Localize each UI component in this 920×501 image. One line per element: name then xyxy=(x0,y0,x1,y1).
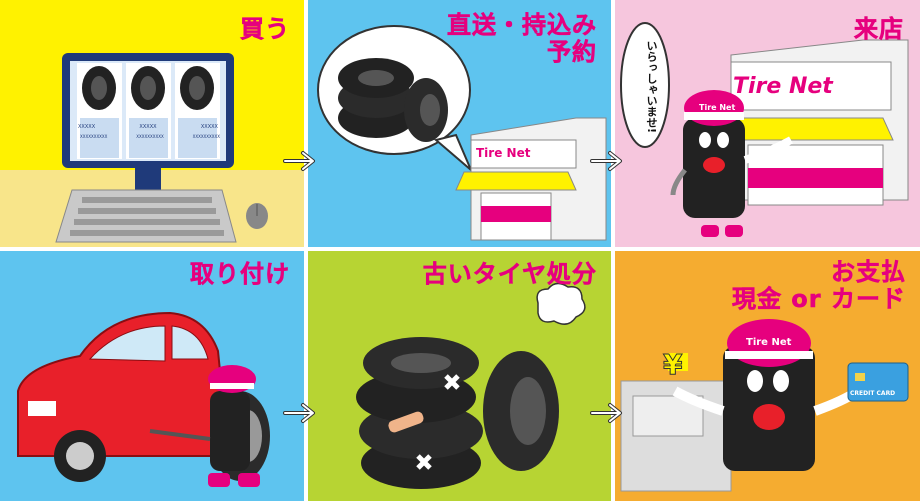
product-text: XXXXXXXXXX xyxy=(192,134,220,139)
panel-delivery: 直送・持込み 予約 Tire Net xyxy=(306,0,613,247)
yen-icon: ¥ xyxy=(662,348,683,382)
arrow-right-icon xyxy=(283,151,315,171)
car-install-illustration xyxy=(17,311,270,487)
panel-title-buy: 買う xyxy=(240,15,290,43)
panel-install: 取り付け xyxy=(0,251,306,501)
store-mascot-illustration xyxy=(620,22,909,237)
panel-title-install: 取り付け xyxy=(190,260,290,288)
greeting-speech: いらっしゃいませ! xyxy=(645,40,658,134)
old-tire-illustration xyxy=(356,282,586,489)
panel-title-delivery: 直送・持込み 予約 xyxy=(447,11,597,66)
mascot-cap-logo: Tire Net xyxy=(746,337,792,348)
panel-disposal: 古いタイヤ処分 xyxy=(306,251,613,501)
panel-title-payment: お支払 現金 or カード xyxy=(731,258,906,313)
product-text: XXXXXXXXXX xyxy=(80,134,108,139)
arrow-right-icon xyxy=(590,403,622,423)
credit-card-label: CREDIT CARD xyxy=(850,390,896,397)
panel-payment: お支払 現金 or カード ¥ CREDIT CARD Tire Net xyxy=(613,251,920,501)
product-code: XXXXX xyxy=(78,124,96,130)
panel-buy: 買う xyxy=(0,0,306,247)
panel-visit: 来店 Tire Net いらっしゃいませ! Tire Net xyxy=(613,0,920,247)
panel-title-disposal: 古いタイヤ処分 xyxy=(422,260,597,288)
product-code: XXXXX xyxy=(139,124,157,130)
product-code: XXXXX xyxy=(200,124,218,130)
panel-title-visit: 来店 xyxy=(854,15,904,43)
tire-stack-bubble-illustration xyxy=(317,25,607,241)
arrow-right-icon xyxy=(590,151,622,171)
product-text: XXXXXXXXXX xyxy=(136,134,164,139)
arrow-right-icon xyxy=(283,403,315,423)
store-logo: Tire Net xyxy=(733,74,833,99)
computer-illustration xyxy=(0,53,306,247)
shop-logo: Tire Net xyxy=(476,146,531,160)
mascot-cap-logo: Tire Net xyxy=(699,103,736,112)
payment-illustration xyxy=(620,319,909,492)
